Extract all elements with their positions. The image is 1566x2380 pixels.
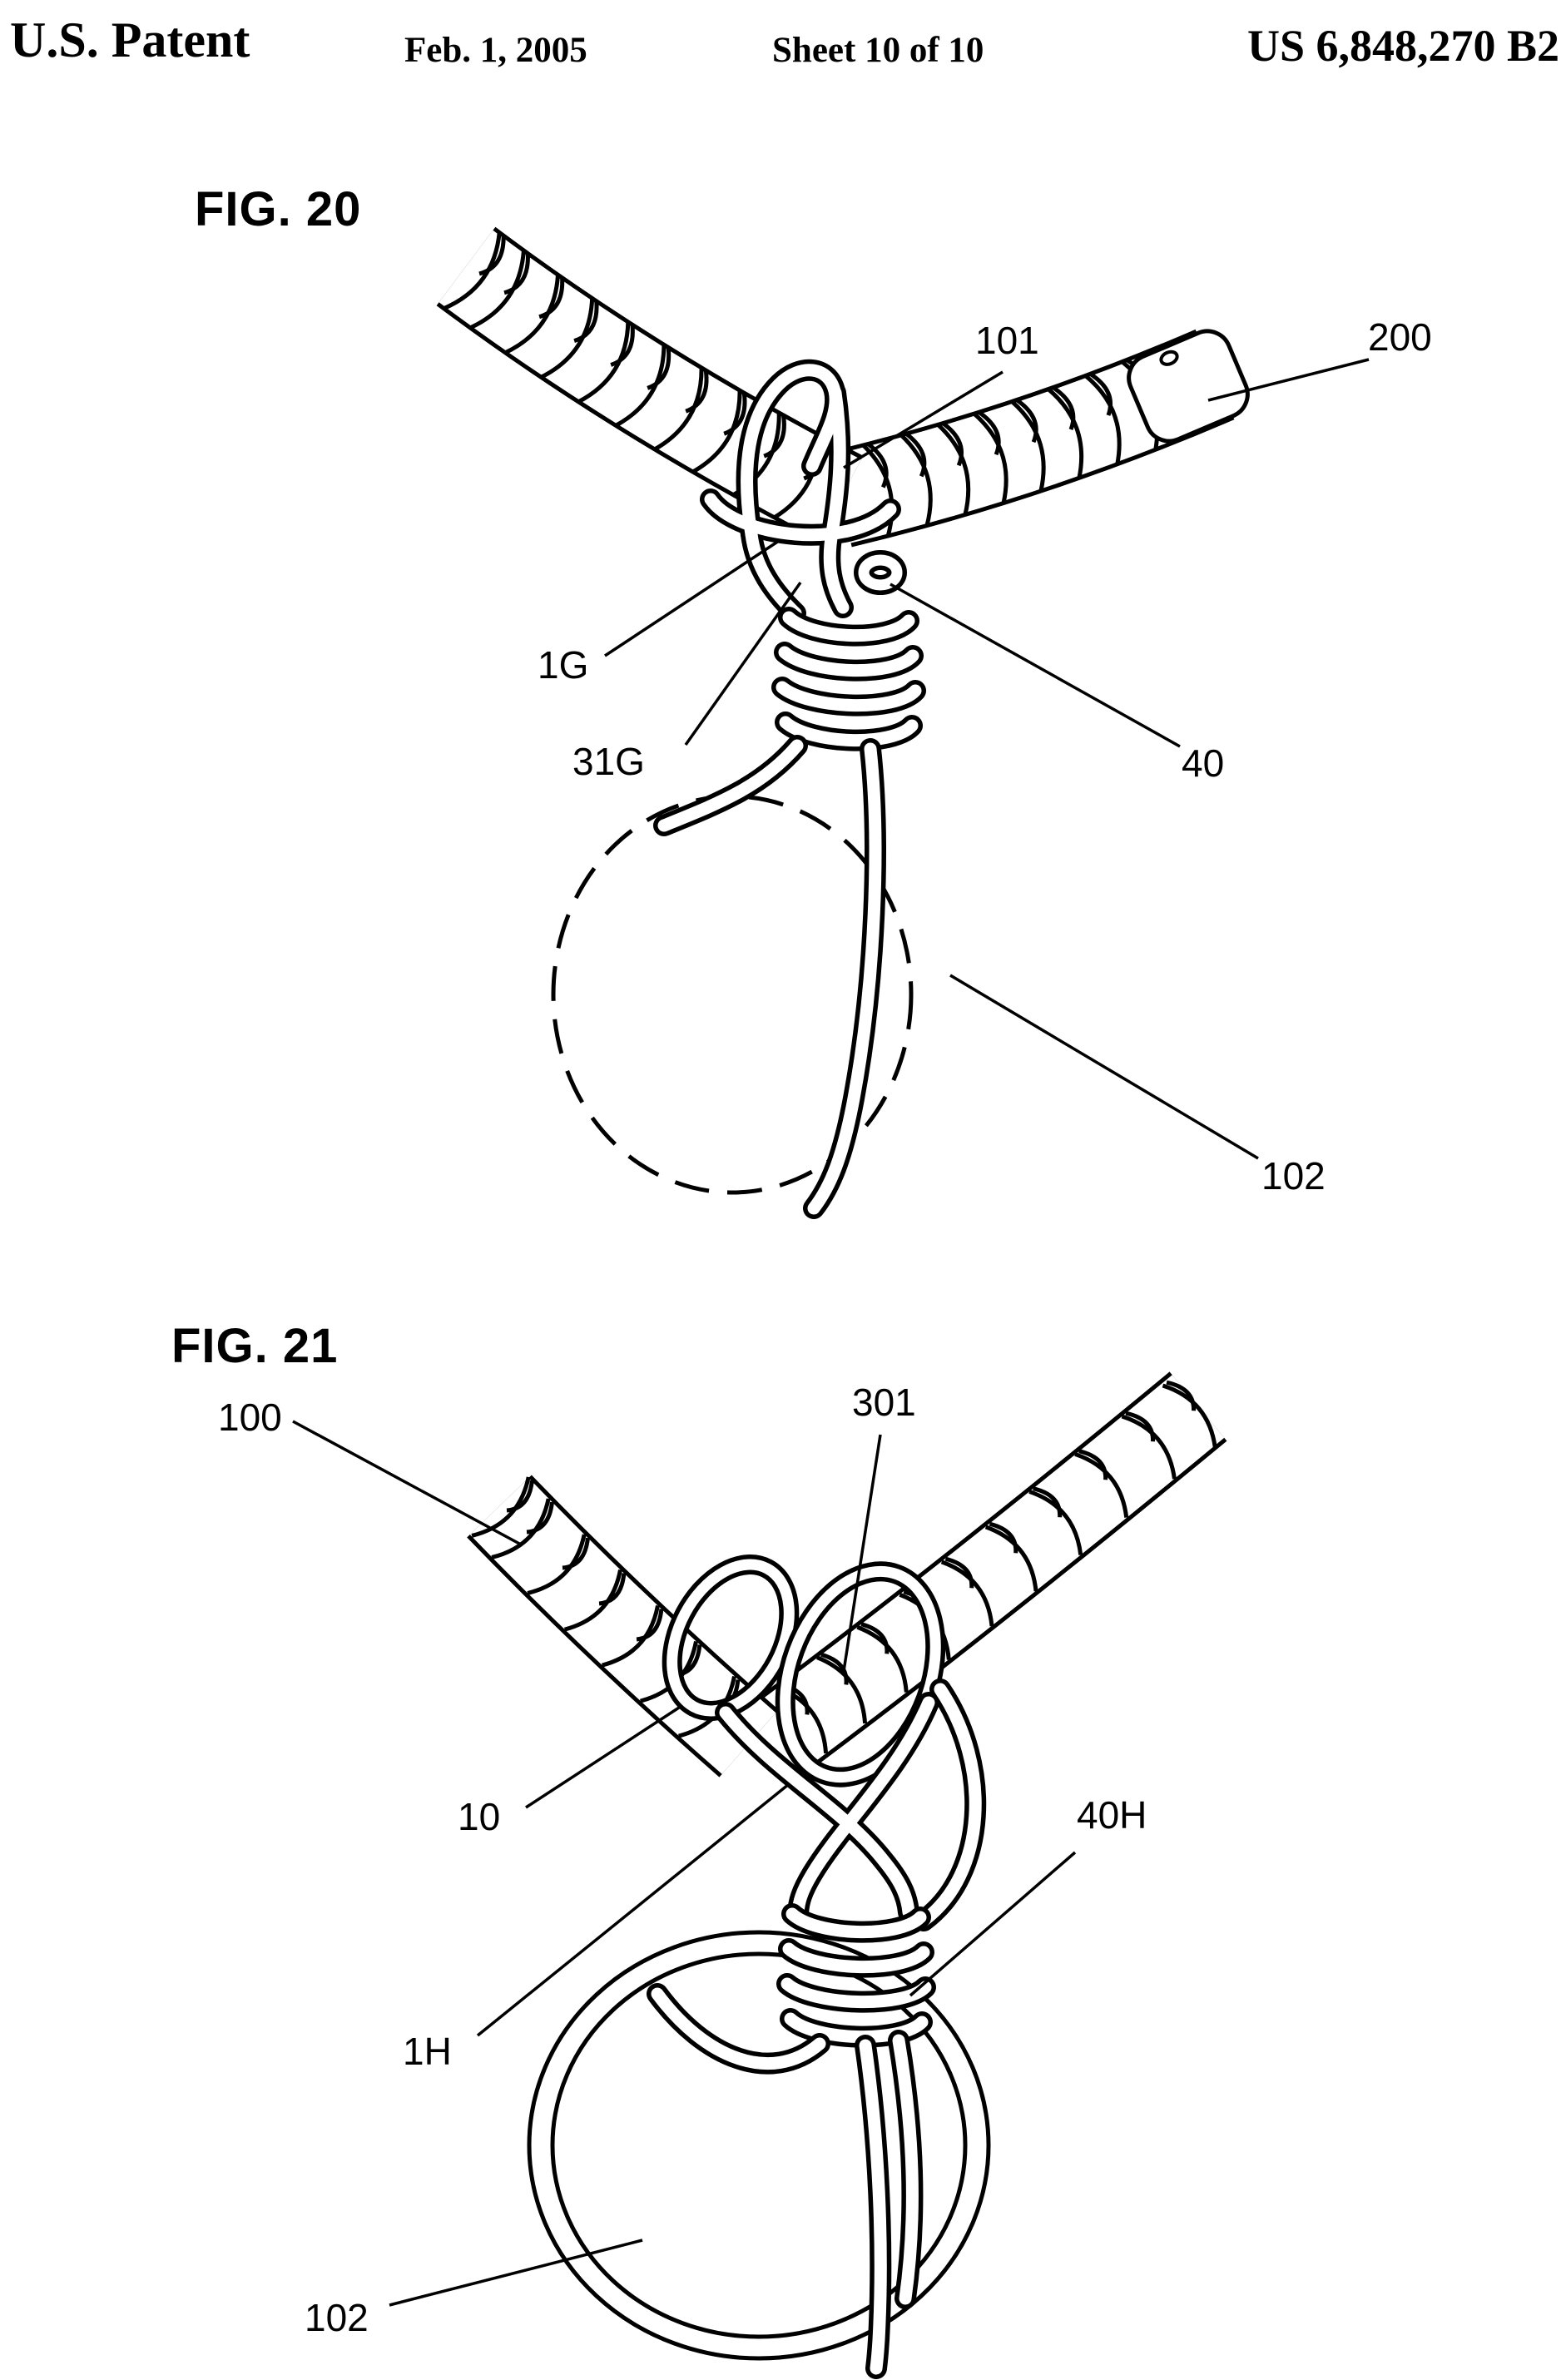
fig20-leader-200 — [1207, 358, 1370, 402]
fig20-ball-outline — [551, 794, 914, 1195]
fig20-leader-40 — [890, 583, 1181, 748]
fig21-caption: FIG. 21 — [171, 1319, 339, 1373]
fig21-leader-10 — [525, 1706, 680, 1809]
fig20-wrap-coil — [782, 617, 915, 741]
fig20-necklace-left-arm — [436, 226, 864, 543]
ref-label-102-fig21: 102 — [305, 2296, 369, 2339]
figure-20-drawing — [436, 226, 1370, 1208]
fig21-hanging-cord — [657, 1994, 912, 2368]
fig21-ball-ring — [527, 1930, 991, 2361]
fig21-leader-lines — [292, 1420, 1077, 2307]
figure-21-drawing — [292, 1371, 1227, 2368]
fig21-leader-102 — [389, 2239, 643, 2307]
ref-label-1h: 1H — [403, 2030, 452, 2073]
ref-label-100: 100 — [218, 1396, 282, 1439]
patent-header-title: U.S. Patent — [10, 12, 250, 67]
ref-label-40h: 40H — [1077, 1793, 1147, 1837]
fig20-leader-102 — [949, 974, 1259, 1160]
patent-header-sheet: Sheet 10 of 10 — [772, 31, 984, 70]
ref-label-31g: 31G — [572, 740, 645, 783]
fig20-hanging-cord — [664, 746, 875, 1208]
fig20-cord-knot — [711, 370, 907, 613]
fig21-leader-100 — [292, 1420, 522, 1546]
fig21-leader-301 — [842, 1434, 882, 1672]
fig20-caption: FIG. 20 — [195, 182, 362, 236]
fig21-wrap-coil — [787, 1914, 925, 2037]
ref-label-40: 40 — [1182, 741, 1225, 785]
fig20-leader-1g — [604, 539, 780, 657]
fig20-leader-31g — [684, 581, 802, 746]
fig20-clasp-end-cap — [1127, 329, 1250, 444]
fig21-wire-ring-left — [662, 1554, 800, 1721]
ref-label-101: 101 — [975, 319, 1039, 362]
ref-label-301: 301 — [852, 1381, 916, 1424]
patent-header-date: Feb. 1, 2005 — [404, 31, 587, 70]
fig21-leader-40h — [909, 1851, 1077, 1997]
ref-label-10: 10 — [458, 1795, 501, 1838]
fig20-leader-101 — [843, 370, 1004, 469]
ref-label-1g: 1G — [538, 643, 589, 687]
fig20-leader-lines — [604, 358, 1370, 1160]
fig21-necklace-right-arm — [738, 1371, 1227, 1784]
patent-header-number: US 6,848,270 B2 — [1246, 21, 1559, 71]
ref-label-102-fig20: 102 — [1261, 1154, 1326, 1197]
fig21-leader-1h — [476, 1783, 790, 2037]
ref-label-200: 200 — [1368, 315, 1432, 359]
fig20-clasp-catch-hole — [1159, 350, 1179, 366]
